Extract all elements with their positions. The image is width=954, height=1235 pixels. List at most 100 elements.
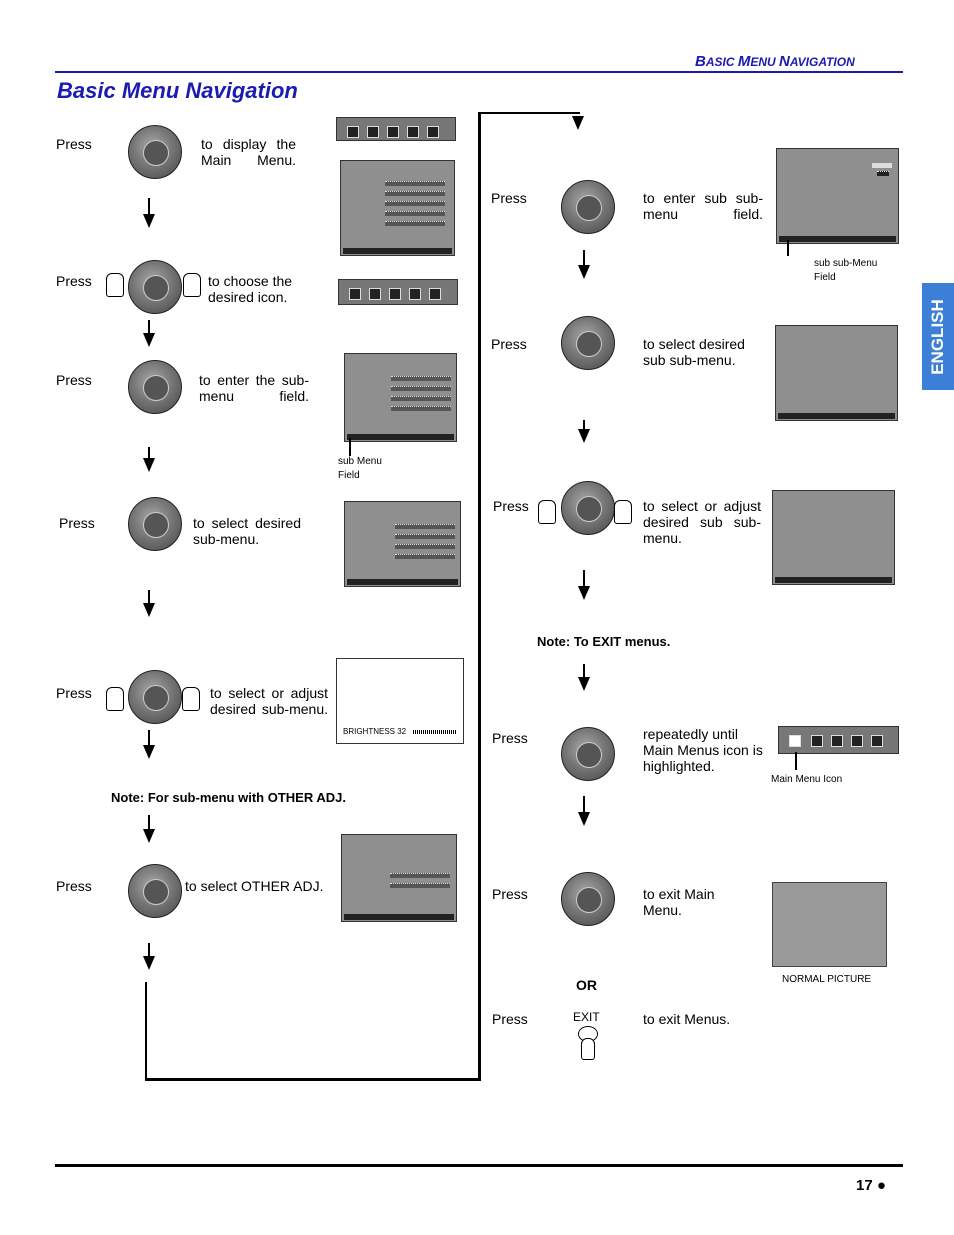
flow-arrow-stem: [148, 730, 150, 748]
flow-arrow-stem: [583, 664, 585, 682]
flow-arrow: [143, 214, 155, 228]
flow-arrow-stem: [148, 943, 150, 961]
flow-arrow: [143, 603, 155, 617]
right-note: Note: To EXIT menus.: [537, 634, 671, 649]
right-step-2-text: to select desired sub sub-menu.: [643, 336, 745, 368]
remote-icon: [561, 872, 615, 926]
left-step-4-text: to select desired sub-menu.: [193, 515, 301, 547]
right-step-6-text: to exit Menus.: [643, 1011, 731, 1027]
picture-menu-screen: [341, 834, 457, 922]
remote-icon: [561, 727, 615, 781]
remote-icon: [128, 864, 182, 918]
brightness-readout: BRIGHTNESS 32: [343, 727, 407, 736]
connector-line: [145, 1078, 481, 1081]
header-rule: [55, 71, 903, 73]
left-step-5-press: Press: [56, 685, 92, 701]
flow-arrow: [143, 829, 155, 843]
flow-arrow: [143, 458, 155, 472]
connector-line: [478, 112, 580, 114]
brightness-screen: BRIGHTNESS 32: [336, 658, 464, 744]
remote-icon: [128, 497, 182, 551]
flow-arrow-stem: [583, 796, 585, 814]
flow-arrow: [578, 812, 590, 826]
picture-menu-screen: [344, 353, 457, 442]
flow-arrow: [143, 333, 155, 347]
hand-right-icon: [614, 500, 632, 524]
right-step-5-text: to exit Main Menu.: [643, 886, 715, 918]
hand-pointer-icon: [581, 1038, 595, 1060]
right-step-6-press: Press: [492, 1011, 528, 1027]
left-step-6-text: to select OTHER ADJ.: [185, 878, 324, 894]
pointer-line: [349, 438, 351, 456]
right-step-2-press: Press: [491, 336, 527, 352]
hand-left-icon: [106, 687, 124, 711]
flow-arrow: [578, 265, 590, 279]
pointer-line: [795, 752, 797, 770]
remote-icon: [128, 670, 182, 724]
main-menu-icon-label: Main Menu Icon: [771, 774, 843, 785]
hand-right-icon: [183, 273, 201, 297]
sub-menu-field-label: sub Menu Field: [338, 456, 382, 481]
flow-arrow: [143, 956, 155, 970]
flow-arrow: [572, 116, 584, 130]
flow-arrow: [578, 429, 590, 443]
left-step-3-press: Press: [56, 372, 92, 388]
left-step-1-press: Press: [56, 136, 92, 152]
connector-line: [478, 112, 481, 1081]
connector-line: [145, 982, 147, 1080]
hand-left-icon: [538, 500, 556, 524]
exit-button-label: EXIT: [573, 1010, 600, 1024]
right-step-4-text: repeatedly until Main Menus icon is high…: [643, 726, 763, 774]
right-step-5-press: Press: [492, 886, 528, 902]
left-step-3-text: to enter the sub-menu field.: [199, 372, 309, 404]
flow-arrow-stem: [148, 590, 150, 608]
left-step-1-text: to display the Main Menu.: [201, 136, 296, 168]
flow-arrow-stem: [148, 320, 150, 338]
remote-icon: [128, 125, 182, 179]
left-note: Note: For sub-menu with OTHER ADJ.: [111, 790, 346, 805]
main-menu-icons-screen: [336, 117, 456, 141]
or-label: OR: [576, 977, 597, 993]
english-tab: ENGLISH: [922, 283, 954, 390]
left-step-2-press: Press: [56, 273, 92, 289]
brightness-bar: [413, 730, 457, 734]
remote-icon: [561, 316, 615, 370]
normal-picture-label: NORMAL PICTURE: [782, 974, 872, 985]
hand-right-icon: [182, 687, 200, 711]
flow-arrow-stem: [583, 570, 585, 588]
right-step-4-press: Press: [492, 730, 528, 746]
flow-arrow: [578, 586, 590, 600]
right-step-1-press: Press: [491, 190, 527, 206]
left-step-2-text: to choose the desired icon.: [208, 273, 293, 305]
flow-arrow-stem: [148, 815, 150, 833]
left-step-6-press: Press: [56, 878, 92, 894]
picture-sub-sub-menu-screen: [776, 148, 899, 244]
flow-arrow: [578, 677, 590, 691]
picture-sub-sub-menu-screen: [772, 490, 895, 585]
main-menu-icons-screen: [338, 279, 458, 305]
pointer-line: [787, 240, 789, 256]
flow-arrow-stem: [583, 250, 585, 268]
sub-sub-menu-field-label: sub sub-Menu Field: [814, 258, 878, 283]
flow-arrow: [143, 745, 155, 759]
footer-rule: [55, 1164, 903, 1167]
right-step-1-text: to enter sub sub-menu field.: [643, 190, 763, 222]
remote-icon: [128, 260, 182, 314]
flow-arrow-stem: [148, 198, 150, 216]
picture-menu-screen: [344, 501, 461, 587]
right-step-3-press: Press: [493, 498, 529, 514]
flow-arrow-stem: [148, 447, 150, 465]
remote-icon: [561, 481, 615, 535]
left-step-5-text: to select or adjust desired sub-menu.: [210, 685, 328, 717]
normal-picture-screen: [772, 882, 887, 967]
picture-menu-screen: [340, 160, 455, 256]
right-step-3-text: to select or adjust desired sub sub-menu…: [643, 498, 761, 546]
left-step-4-press: Press: [59, 515, 95, 531]
page-number: 17 ●: [856, 1177, 886, 1194]
section-header: BASIC MENU NAVIGATION: [695, 53, 855, 70]
remote-icon: [561, 180, 615, 234]
picture-sub-sub-menu-screen: [775, 325, 898, 421]
remote-icon: [128, 360, 182, 414]
main-menu-icons-screen: [778, 726, 899, 754]
hand-left-icon: [106, 273, 124, 297]
